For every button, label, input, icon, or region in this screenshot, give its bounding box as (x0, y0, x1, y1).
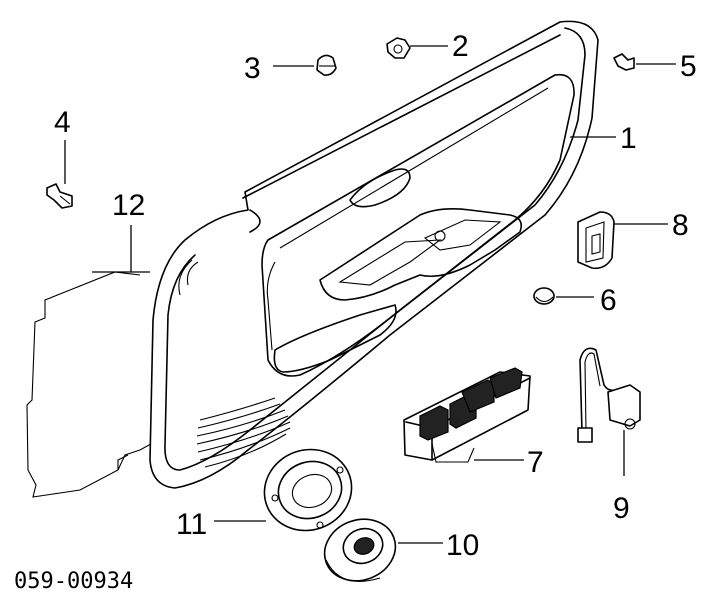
callout-5: 5 (680, 50, 697, 83)
part-5-clip (613, 53, 635, 71)
callout-9: 9 (613, 492, 630, 525)
callout-11: 11 (176, 508, 207, 541)
callout-labels: 1 2 3 4 5 6 7 8 9 10 11 12 (54, 30, 697, 562)
part-4-screw (46, 183, 73, 209)
callout-6: 6 (600, 284, 617, 317)
callout-12: 12 (112, 189, 145, 222)
speaker-grille (196, 397, 291, 468)
part-3-fastener (316, 54, 337, 76)
part-7-window-switch (403, 367, 531, 463)
callout-8: 8 (672, 209, 689, 242)
part-9-harness-lamp (577, 347, 641, 443)
part-6-plug (533, 287, 555, 305)
leader-lines (64, 45, 676, 544)
part-11-speaker-bracket (263, 448, 353, 532)
part-2-clip (386, 37, 411, 59)
part-8-switch-bezel (577, 211, 615, 270)
callout-1: 1 (620, 122, 637, 155)
callout-7: 7 (527, 446, 544, 479)
callout-2: 2 (452, 30, 469, 63)
callout-4: 4 (54, 106, 71, 139)
diagram-code: 059-00934 (14, 569, 133, 594)
part-12-watershield (26, 271, 159, 498)
part-1-door-trim-panel (149, 20, 599, 489)
part-10-speaker (323, 518, 397, 582)
callout-3: 3 (244, 52, 261, 85)
callout-10: 10 (446, 529, 479, 562)
